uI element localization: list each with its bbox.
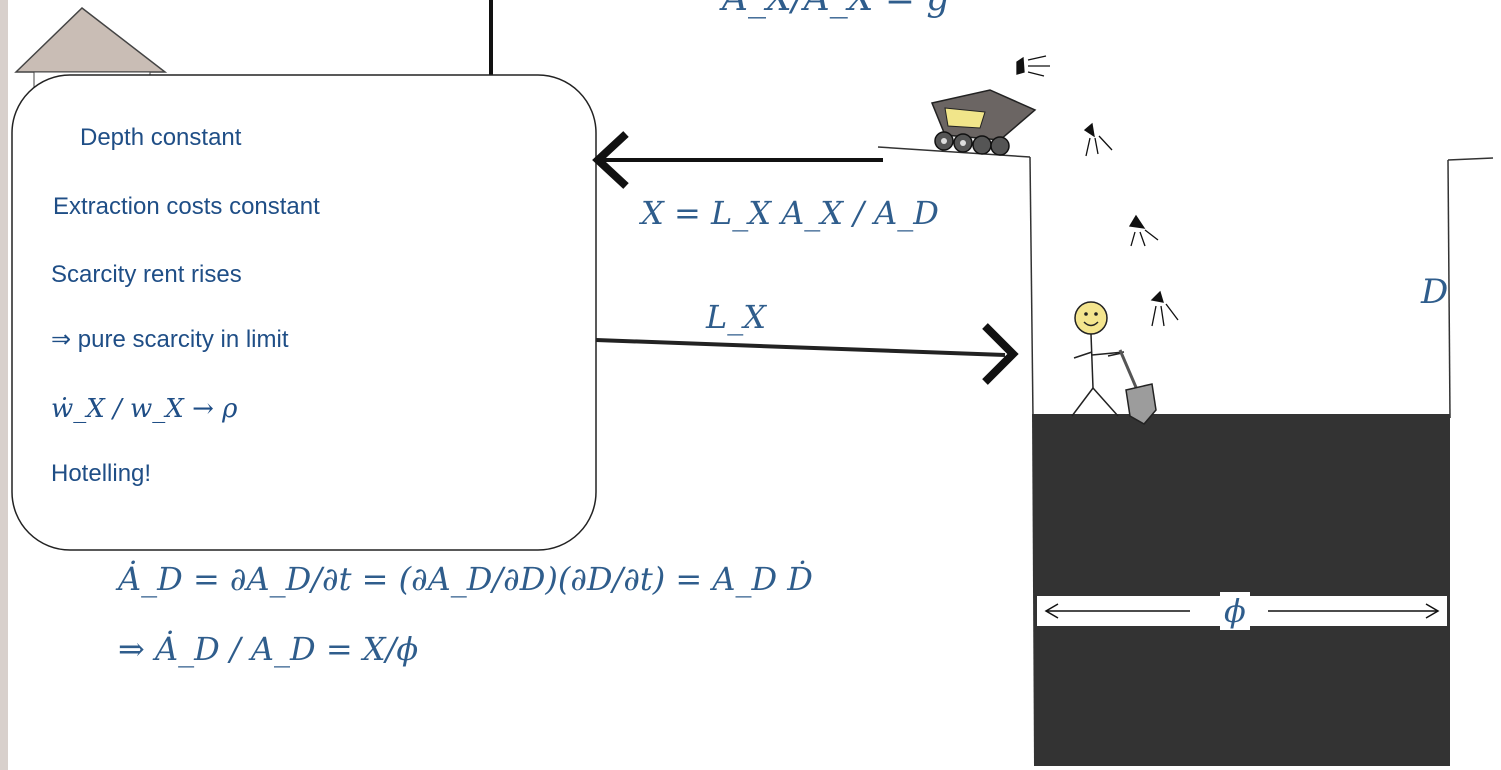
ground-surface-right	[1447, 157, 1494, 161]
box-item-scarcity-rent: Scarcity rent rises	[51, 261, 242, 288]
depth-growth-equation: ⇒ Ȧ_D / A_D = X/ϕ	[118, 630, 419, 668]
pit-wall-left	[1029, 156, 1034, 419]
ore-deposit	[1032, 414, 1450, 766]
box-item-hotelling: Hotelling!	[51, 460, 152, 487]
pit-wall-right	[1447, 159, 1451, 419]
dump-truck-icon	[930, 89, 1037, 156]
width-arrowhead-left-icon	[1044, 603, 1059, 619]
miner-figure-icon	[1071, 301, 1157, 425]
depth-cost-equation: Ȧ_D = ∂A_D/∂t = (∂A_D/∂D)(∂D/∂t) = A_D Ḋ	[118, 560, 813, 598]
house-roof-icon	[14, 7, 168, 73]
box-item-pure-scarcity: ⇒ pure scarcity in limit	[51, 326, 289, 353]
flying-rock-2-icon	[1083, 122, 1113, 157]
labor-flow-label: L_X	[706, 298, 767, 336]
info-box	[11, 74, 597, 551]
box-item-depth-constant: Depth constant	[80, 124, 242, 151]
width-label: ϕ	[1220, 592, 1250, 630]
left-edge-strip	[0, 0, 8, 770]
depth-label: D	[1421, 272, 1449, 312]
ground-surface-left	[877, 146, 1031, 158]
top-equation: A_X/A_X = g	[722, 0, 949, 19]
width-arrowhead-right-icon	[1425, 603, 1440, 619]
x-flow-label: X = L_X A_X / A_D	[641, 194, 939, 232]
flying-rock-3-icon	[1128, 214, 1159, 247]
labor-flow-arrow	[595, 338, 1006, 357]
flying-rock-4-icon	[1150, 290, 1179, 327]
labor-flow-arrowhead-icon	[982, 323, 1019, 385]
box-item-extraction-costs: Extraction costs constant	[53, 193, 320, 220]
x-flow-arrowhead-icon	[592, 131, 629, 189]
box-item-wage-growth: ẇ_X / w_X → ρ	[51, 394, 238, 424]
flying-rock-1-icon	[1016, 55, 1050, 77]
